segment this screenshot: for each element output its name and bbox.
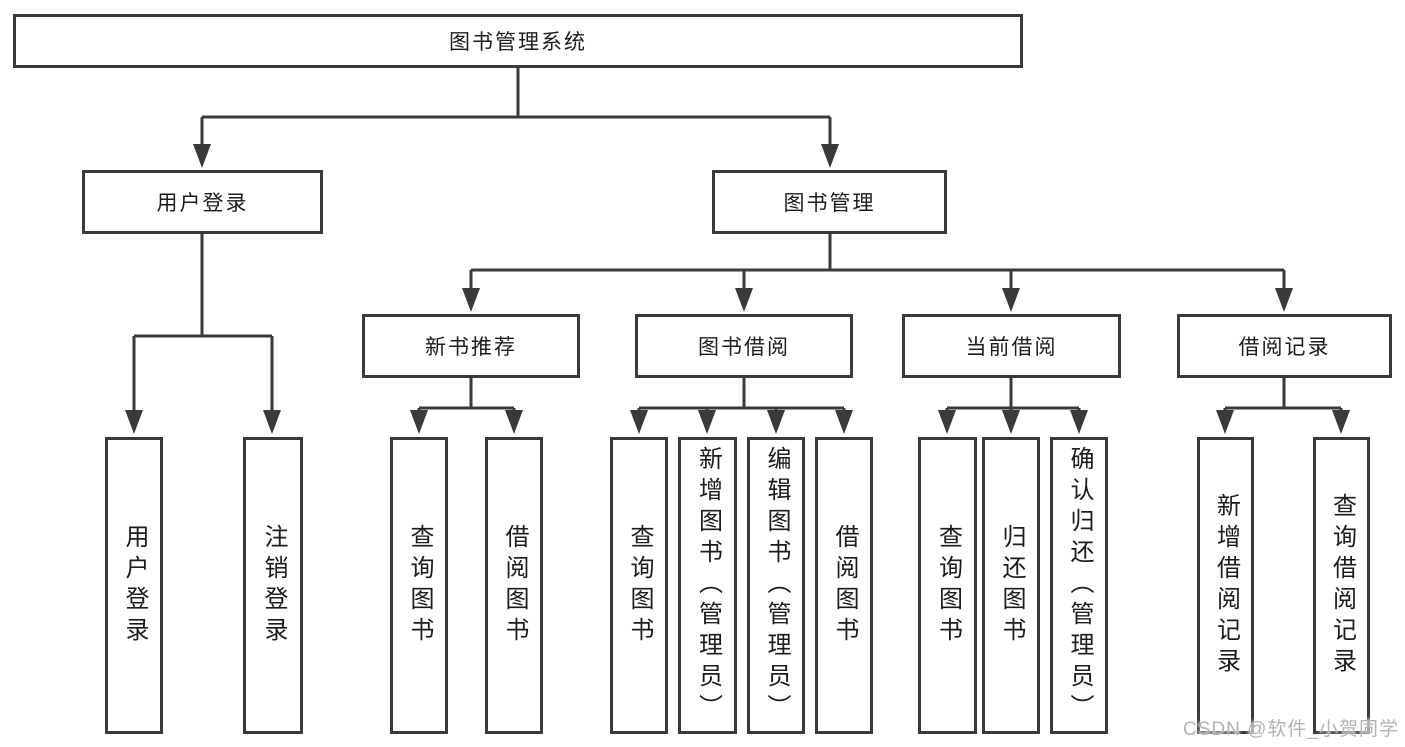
- leaf-node-add-borrow-record: 新增借阅记录: [1197, 437, 1254, 734]
- leaf-node-add-books-admin: 新增图书（管理员）: [678, 437, 737, 734]
- node-user-login: 用户登录: [82, 170, 323, 234]
- arrowhead-icons: [125, 144, 1350, 434]
- leaf-node-query-borrow-record: 查询借阅记录: [1313, 437, 1370, 734]
- leaf-node-user-login: 用户登录: [105, 437, 163, 734]
- leaf-node-borrow-books: 借阅图书: [815, 437, 873, 734]
- connector-stems: [132, 68, 1343, 416]
- node-book-borrowing: 图书借阅: [635, 314, 853, 378]
- leaf-node-query-books-borrow: 查询图书: [610, 437, 668, 734]
- leaf-node-logout: 注销登录: [243, 437, 303, 734]
- node-library-management-system: 图书管理系统: [13, 14, 1023, 68]
- node-borrowing-records: 借阅记录: [1177, 314, 1392, 378]
- leaf-node-query-books-recommend: 查询图书: [390, 437, 448, 734]
- leaf-node-confirm-return-admin: 确认归还（管理员）: [1050, 437, 1108, 734]
- leaf-node-edit-books-admin: 编辑图书（管理员）: [747, 437, 805, 734]
- watermark: CSDN @软件_小贺同学: [1183, 719, 1399, 740]
- leaf-node-return-books: 归还图书: [982, 437, 1040, 734]
- node-current-borrowing: 当前借阅: [902, 314, 1121, 378]
- leaf-node-borrow-books-recommend: 借阅图书: [485, 437, 543, 734]
- leaf-node-query-books-current: 查询图书: [918, 437, 977, 734]
- node-book-management: 图书管理: [712, 170, 947, 234]
- node-new-book-recommendation: 新书推荐: [362, 314, 580, 378]
